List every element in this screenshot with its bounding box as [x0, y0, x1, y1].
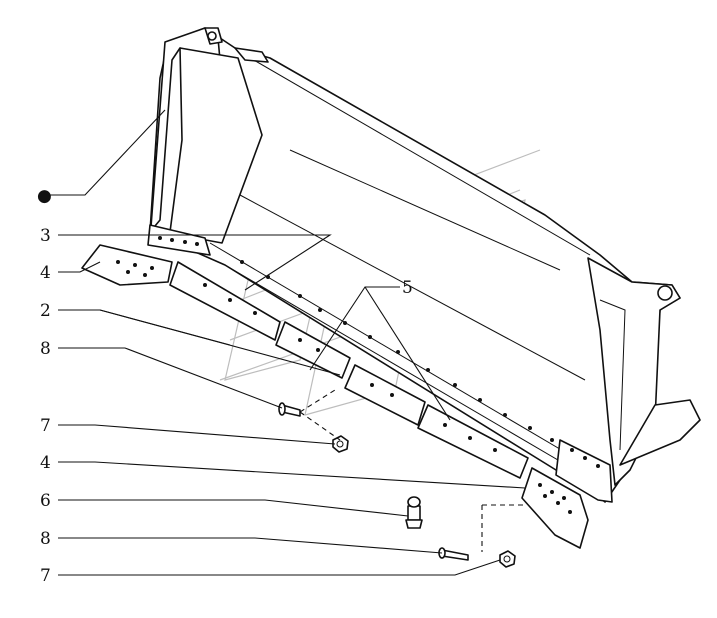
callout-8-upper: 8	[40, 339, 51, 359]
corner-tooth-left	[81, 244, 173, 286]
leader-lines	[50, 109, 526, 576]
cutting-edge-segment-4	[417, 404, 529, 479]
nut-lower	[499, 550, 516, 568]
cutting-edge-holes	[158, 236, 600, 468]
callout-2: 2	[40, 301, 51, 321]
bolt-upper	[278, 402, 301, 417]
grease-fitting	[405, 496, 423, 529]
callout-4-lower: 4	[40, 453, 51, 473]
callout-8-lower: 8	[40, 529, 51, 549]
callout-7-lower: 7	[40, 566, 51, 586]
callout-7-upper: 7	[40, 416, 51, 436]
callout-labels: ● 3 4 2 8 7 4 6 8 7 5	[37, 186, 413, 586]
bolt-lower	[438, 547, 469, 561]
nut-upper	[332, 435, 349, 453]
callout-4-upper: 4	[40, 263, 51, 283]
bucket-body	[147, 27, 701, 503]
callout-6: 6	[40, 491, 51, 511]
cutting-edge-segment-1	[169, 261, 281, 341]
corner-tooth-right	[521, 467, 589, 549]
callout-bullet: ●	[37, 186, 52, 206]
cutting-edge-segment-3	[344, 364, 426, 426]
callout-3: 3	[40, 226, 51, 246]
callout-5: 5	[402, 278, 413, 298]
cutting-edge-segment-2	[275, 321, 351, 379]
